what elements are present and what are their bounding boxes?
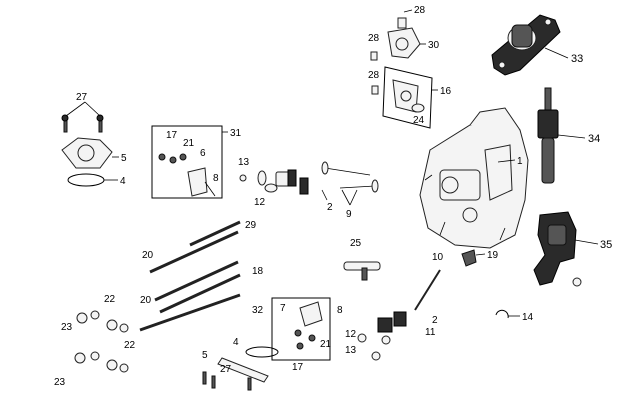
rocker-arm-low: [294, 301, 323, 350]
callout-7: 7: [280, 303, 286, 314]
part-34-temp-sensor: [537, 87, 559, 184]
callout-21-low: 21: [320, 339, 332, 350]
washers-left: [74, 310, 129, 373]
callout-28-low: 28: [368, 70, 380, 81]
callout-8-top: 8: [213, 173, 219, 184]
rocker-arm-top: [158, 153, 216, 197]
callout-16: 16: [440, 86, 452, 97]
gasket-4-top: [67, 173, 105, 187]
callout-1: 1: [517, 156, 523, 167]
part-16-box: [382, 66, 433, 129]
callout-2-top: 2: [327, 202, 333, 213]
callout-19: 19: [487, 250, 499, 261]
callout-27-low: 27: [220, 364, 232, 375]
callout-18: 18: [252, 266, 264, 277]
callout-4-low: 4: [233, 337, 239, 348]
callout-24: 24: [413, 115, 425, 126]
callout-23-low: 23: [54, 377, 66, 388]
valve-springs-top: [239, 161, 379, 195]
callout-28-mid: 28: [368, 33, 380, 44]
callout-22-low: 22: [124, 340, 136, 351]
callout-4-top: 4: [120, 176, 126, 187]
valve-springs-low: [357, 249, 477, 361]
callout-28-top: 28: [414, 5, 426, 16]
callout-13-low: 13: [345, 345, 357, 356]
gasket-4-low: [245, 346, 279, 358]
callout-12-top: 12: [254, 197, 266, 208]
callout-17-top: 17: [166, 130, 178, 141]
callout-10: 10: [432, 252, 444, 263]
callout-23-top: 23: [61, 322, 73, 333]
part-32-box: [271, 297, 331, 361]
callout-29: 29: [245, 220, 257, 231]
callout-13-top: 13: [238, 157, 250, 168]
callout-25: 25: [350, 238, 362, 249]
callout-5-low: 5: [202, 350, 208, 361]
callout-6: 6: [200, 148, 206, 159]
part-35-sensor: [533, 211, 582, 287]
callout-9: 9: [346, 209, 352, 220]
plate-16: [392, 79, 425, 113]
callout-12-low: 12: [345, 329, 357, 340]
callout-20-top: 20: [142, 250, 154, 261]
engine-housing: [419, 107, 529, 249]
callout-2-low: 2: [432, 315, 438, 326]
callout-30: 30: [428, 40, 440, 51]
callout-33: 33: [571, 53, 583, 65]
callout-34: 34: [588, 133, 600, 145]
top-bracket: [370, 17, 421, 95]
callout-8-low: 8: [337, 305, 343, 316]
callout-27-top: 27: [76, 92, 88, 103]
pushrods: [139, 220, 241, 332]
callout-35: 35: [600, 239, 612, 251]
bolts-27-low: [202, 371, 252, 391]
callout-32: 32: [252, 305, 264, 316]
callout-20-low: 20: [140, 295, 152, 306]
cover-plate-5: [61, 114, 113, 169]
cover-plate-5-low: [217, 357, 269, 383]
part-33-flange: [491, 14, 561, 76]
part-31-box: [151, 125, 223, 199]
callout-31: 31: [230, 128, 242, 139]
stud-25: [343, 261, 381, 281]
callout-21-top: 21: [183, 138, 195, 149]
callout-5-top: 5: [121, 153, 127, 164]
callout-17-low: 17: [292, 362, 304, 373]
callout-11: 11: [425, 327, 436, 338]
callout-22-top: 22: [104, 294, 116, 305]
circlip-14: [495, 309, 509, 319]
callout-14: 14: [522, 312, 534, 323]
